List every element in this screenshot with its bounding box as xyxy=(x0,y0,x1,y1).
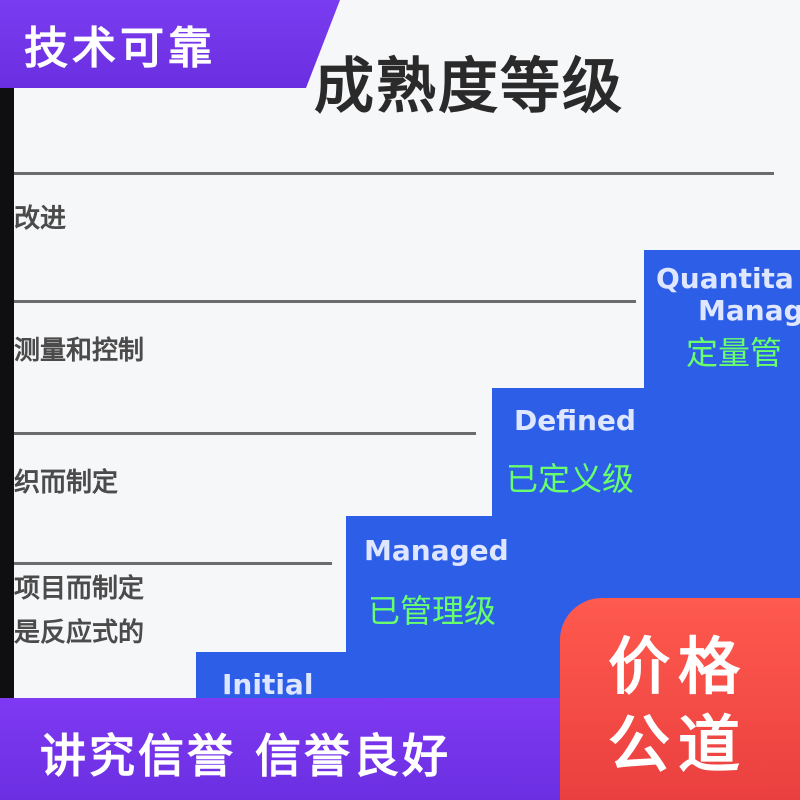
left-label: 织而制定 xyxy=(14,468,119,498)
left-label: 测量和控制 xyxy=(14,336,145,366)
maturity-levels-photo: 成熟度等级 改进 测量和控制 织而制定 项目而制定 是反应式的 Initial … xyxy=(14,0,800,700)
price-line-2: 公道 xyxy=(608,708,749,781)
step-label-defined: Defined xyxy=(514,404,636,437)
step-label-managed: Managed xyxy=(364,534,509,567)
step-block-initial xyxy=(196,652,356,700)
price-badge: 价格 公道 xyxy=(560,598,800,800)
step-cn-quantitative: 定量管 xyxy=(686,334,783,372)
step-label-quantitative: Quantita xyxy=(656,262,794,295)
price-line-1: 价格 xyxy=(608,630,749,703)
bottom-banner-text: 讲究信誉 信誉良好 xyxy=(40,729,452,783)
reliability-badge: 技术可靠 xyxy=(0,0,340,88)
step-block-managed xyxy=(346,516,506,700)
left-label: 改进 xyxy=(14,204,67,234)
badge-text: 技术可靠 xyxy=(24,23,216,74)
step-label-initial: Initial xyxy=(222,668,314,700)
step-cn-managed: 已管理级 xyxy=(368,592,497,630)
divider-line xyxy=(14,432,476,435)
divider-line xyxy=(14,172,774,175)
photo-title: 成熟度等级 xyxy=(314,52,624,122)
step-cn-defined: 已定义级 xyxy=(506,460,635,498)
divider-line xyxy=(14,300,636,303)
left-label: 是反应式的 xyxy=(14,618,145,648)
left-label: 项目而制定 xyxy=(14,574,145,604)
step-label-quantitative-2: Manag xyxy=(698,294,800,327)
divider-line xyxy=(14,562,332,565)
